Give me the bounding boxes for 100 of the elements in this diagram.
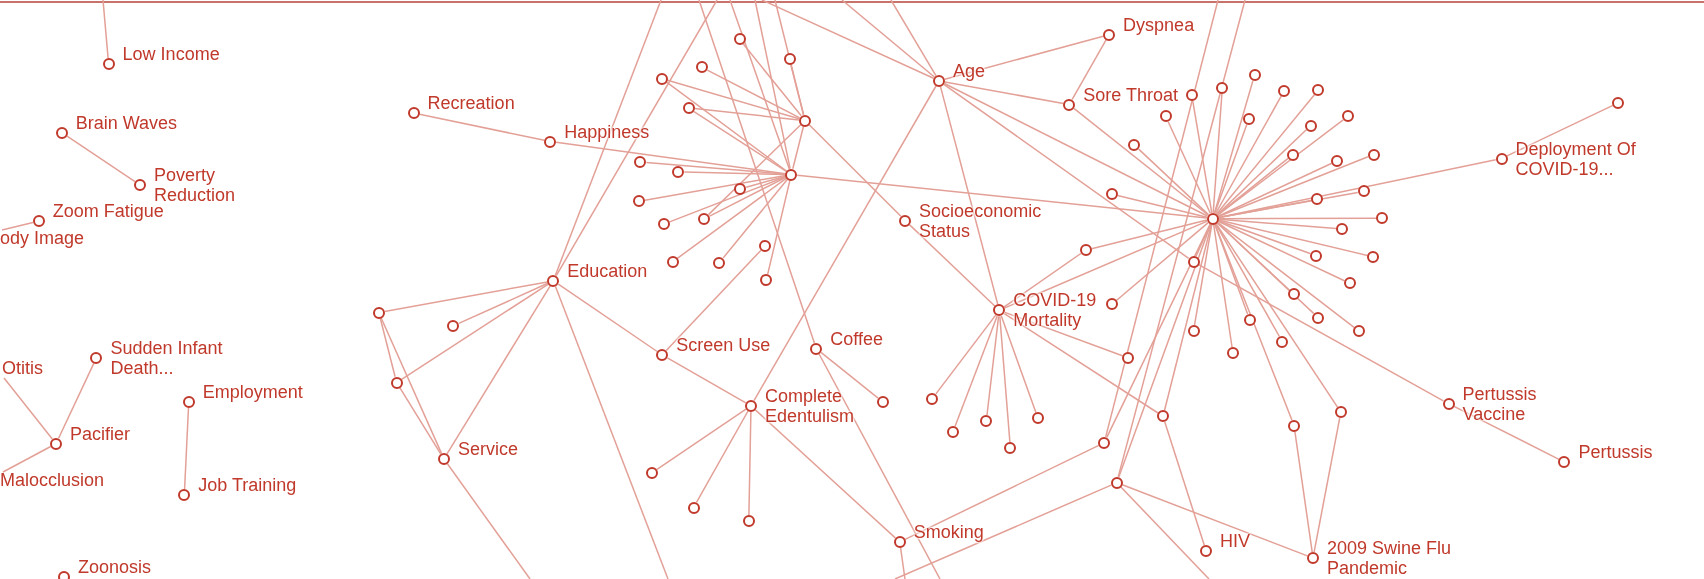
connector-line <box>754 0 791 170</box>
connector-line <box>418 113 546 142</box>
node-dot <box>633 195 645 208</box>
connector-line <box>1218 218 1337 230</box>
connector-line <box>943 83 1190 260</box>
connector-line <box>1217 219 1369 257</box>
node-dot <box>447 319 460 332</box>
node-label: Age <box>953 60 986 81</box>
node-dot <box>1157 410 1169 423</box>
node-dot <box>646 466 658 479</box>
connector-line <box>748 411 752 516</box>
node-label: Screen Use <box>676 334 771 355</box>
node-dot <box>1304 119 1317 132</box>
connector-line <box>944 81 1065 105</box>
node-dot <box>1200 545 1213 557</box>
connector-line <box>183 406 190 490</box>
connector-line <box>1071 39 1107 101</box>
node-label: Brain Waves <box>75 112 178 133</box>
node-label: Employment <box>202 381 303 402</box>
node-dot <box>783 53 796 66</box>
node-dot <box>1312 311 1324 324</box>
node-dot <box>55 126 68 139</box>
node-dot <box>1612 96 1625 109</box>
node-dot <box>1110 476 1123 489</box>
node-dot <box>1103 28 1116 41</box>
connector-line <box>65 135 136 183</box>
node-dot <box>1004 442 1017 455</box>
connector-line <box>446 285 551 455</box>
node-label: COVID-19 Mortality <box>1013 290 1098 331</box>
node-dot <box>1558 456 1571 468</box>
node-dot <box>1367 148 1380 161</box>
node-label: Sore Throat <box>1083 84 1178 105</box>
node-dot <box>1242 113 1255 125</box>
connector-line <box>1313 417 1341 553</box>
node-dot <box>733 33 746 46</box>
connector-line <box>1191 99 1213 214</box>
connector-line <box>1104 0 1219 438</box>
node-dot <box>1185 88 1198 101</box>
node-label: Malocclusion <box>0 470 105 490</box>
connector-line <box>708 176 787 217</box>
connector-line <box>379 317 396 378</box>
node-dot <box>1128 139 1141 151</box>
node-label: HIV <box>1220 531 1251 551</box>
node-dot <box>372 306 385 319</box>
node-dot <box>1122 351 1134 364</box>
node-dot <box>1288 419 1301 432</box>
connector-line <box>1216 222 1315 315</box>
node-dot <box>1063 98 1076 111</box>
node-dot <box>1495 152 1508 165</box>
connector-line <box>1004 311 1124 357</box>
node-dot <box>1079 244 1092 257</box>
connector-line <box>1453 405 1560 461</box>
node-dot <box>926 392 939 405</box>
node-dot <box>182 395 195 408</box>
node-dot <box>656 348 669 361</box>
node-dot <box>1342 110 1354 123</box>
connector-line <box>1090 219 1208 250</box>
node-dot <box>758 240 771 252</box>
node-label: Happiness <box>564 121 650 142</box>
node-label: Socioeconomic Status <box>919 200 1043 241</box>
connector-line <box>1000 315 1037 414</box>
connector-line <box>1003 252 1082 308</box>
node-dot <box>1216 82 1229 94</box>
connector-line <box>555 0 718 277</box>
node-dot <box>1376 212 1389 225</box>
connector-line <box>683 171 787 176</box>
connector-line <box>1212 223 1233 349</box>
node-dot <box>655 72 668 85</box>
connector-line <box>818 353 941 579</box>
connector-line <box>894 484 1112 579</box>
node-dot <box>1331 154 1344 167</box>
node-dot <box>745 399 757 412</box>
connector-line <box>841 0 936 78</box>
connector-line <box>1115 221 1209 302</box>
connector-line <box>722 178 789 259</box>
node-dot <box>437 452 450 465</box>
connector-line <box>1163 223 1213 412</box>
connector-line <box>665 81 788 172</box>
connector-line <box>999 315 1011 443</box>
node-dot <box>50 437 62 450</box>
connector-line <box>1217 162 1333 217</box>
connector-line <box>1137 148 1210 216</box>
node-dot <box>742 515 755 527</box>
connector-line <box>458 282 549 325</box>
node-dot <box>1105 188 1118 200</box>
connector-line <box>761 0 935 80</box>
connector-line <box>954 315 998 428</box>
connector-line <box>1003 312 1159 414</box>
node-dot <box>760 274 773 286</box>
connector-line <box>707 123 802 216</box>
node-dot <box>634 156 647 168</box>
node-dot <box>1312 83 1325 96</box>
node-label: Low Income <box>122 44 220 65</box>
connector-line <box>446 463 531 579</box>
node-label: Pertussis Vaccine <box>1462 383 1538 424</box>
node-label: Service <box>457 438 518 459</box>
node-label: Deployment Of COVID-19... <box>1515 138 1637 179</box>
connector-line <box>766 179 791 275</box>
connector-line <box>1218 217 1377 220</box>
connector-line <box>1121 484 1309 557</box>
